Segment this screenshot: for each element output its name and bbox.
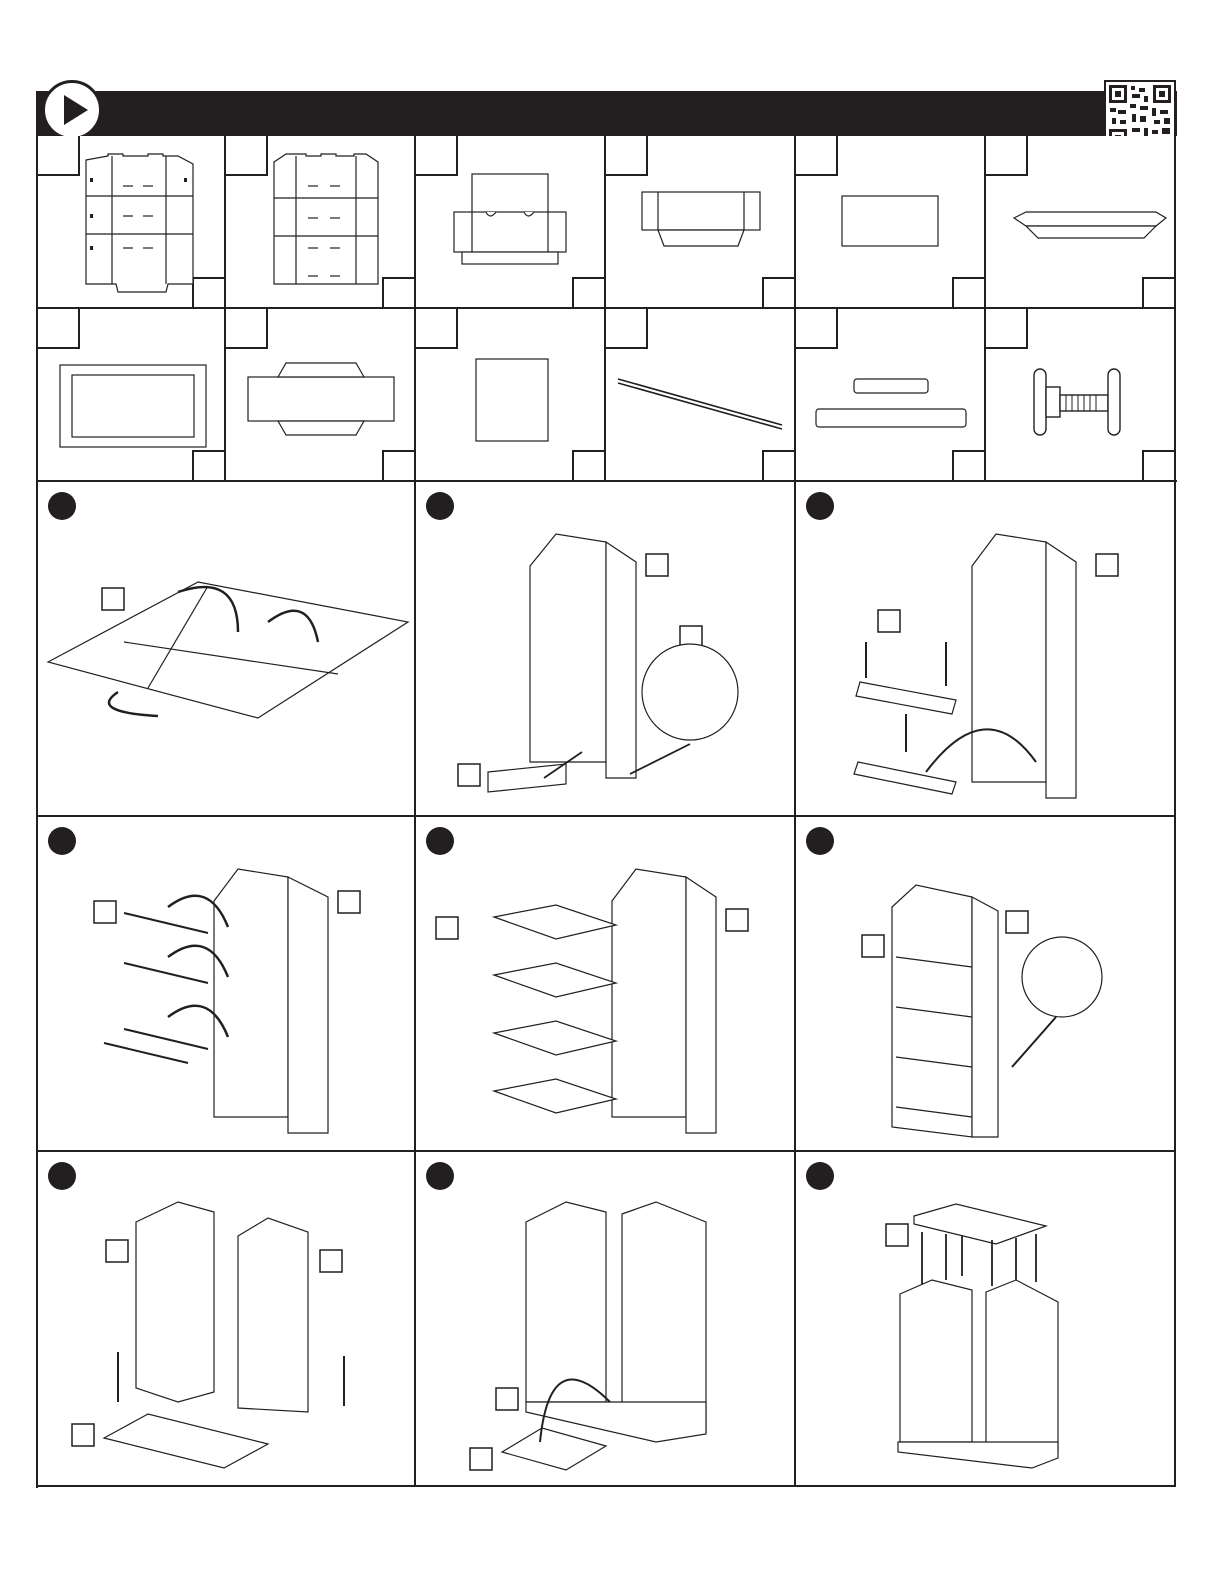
place-in-base-illustration [38,1152,418,1487]
base-frame-flat-icon [38,309,228,482]
step-4 [36,817,416,1152]
front-lip-icon [986,136,1176,309]
insert-card-illustration [416,1152,796,1487]
step-6 [796,817,1176,1152]
step-1 [36,482,416,817]
part-wire-rod [606,309,796,482]
part-top-tray-flat [226,309,416,482]
step-7 [36,1152,416,1487]
part-bolt-pin [986,309,1176,482]
top-tray-flat-icon [226,309,416,482]
back-card-icon [796,136,986,309]
insert-pin-illustration [416,482,796,817]
step-3 [796,482,1176,817]
side-panel-a-icon [38,136,228,309]
part-back-card [796,136,986,309]
divider-card-icon [416,309,606,482]
part-slotted-strips [796,309,986,482]
slotted-strips-icon [796,309,986,482]
step-5 [416,817,796,1152]
insert-dividers-illustration [796,482,1176,817]
part-base-tray-flat [416,136,606,309]
wire-rod-icon [606,309,796,482]
lock-shelves-illustration [796,817,1176,1152]
part-shelf-flat [606,136,796,309]
shelf-flat-icon [606,136,796,309]
attach-top-illustration [796,1152,1176,1487]
part-base-frame-flat [36,309,226,482]
bolt-pin-icon [986,309,1176,482]
fold-panel-illustration [38,482,418,817]
step-8 [416,1152,796,1487]
part-side-panel-b [226,136,416,309]
header-bar [36,91,1177,136]
step-9 [796,1152,1176,1487]
part-side-panel-a [36,136,226,309]
step-2 [416,482,796,817]
part-divider-card [416,309,606,482]
part-front-lip [986,136,1176,309]
play-icon[interactable] [42,80,102,140]
side-panel-b-icon [226,136,416,309]
insert-rods-illustration [38,817,418,1152]
base-tray-flat-icon [416,136,606,309]
insert-shelves-illustration [416,817,796,1152]
